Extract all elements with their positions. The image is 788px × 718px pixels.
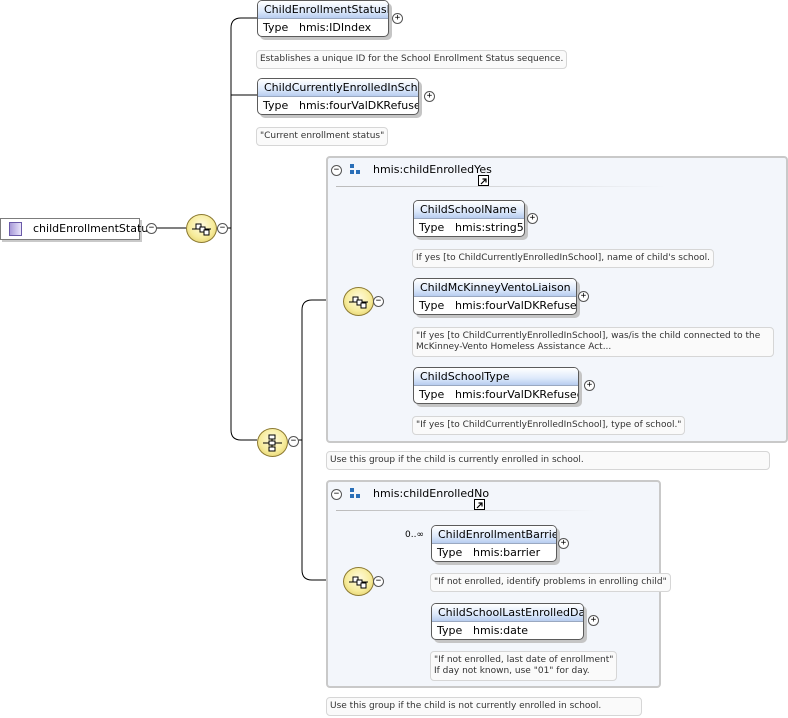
element-type: hmis:barrier [473,546,541,559]
type-key: Type [419,221,445,234]
doc-last-date-line-1: "If not enrolled, last date of enrollmen… [434,655,614,665]
expand-status-id-button[interactable]: + [392,13,403,24]
root-element-box[interactable]: childEnrollmentStatus [0,218,154,240]
doc-mckinney: "If yes [to ChildCurrentlyEnrolledInScho… [412,327,774,357]
element-type: hmis:fourValDKRefused [455,299,577,312]
expand-school-type-button[interactable]: + [584,380,595,391]
element-child-enrollment-barrier[interactable]: ChildEnrollmentBarrier Type hmis:barrier [431,525,557,562]
element-child-mckinney-vento-liaison[interactable]: ChildMcKinneyVentoLiaison Type hmis:fourV… [413,278,577,315]
collapse-group-no-button[interactable]: − [331,489,342,500]
element-type: hmis:fourValDKRefused2 [455,388,579,401]
occurrence-label: 0..∞ [405,530,424,540]
doc-group-no: Use this group if the child is not curre… [326,697,642,716]
element-name: ChildMcKinneyVentoLiaison [414,279,576,297]
type-key: Type [263,99,289,112]
element-child-school-type[interactable]: ChildSchoolType Type hmis:fourValDKRefuse… [413,367,579,404]
doc-currently-enrolled: "Current enrollment status" [256,127,389,146]
sequence-icon [192,223,211,236]
element-child-school-name[interactable]: ChildSchoolName Type hmis:string50 [413,200,525,237]
element-name: ChildEnrollmentStatusID [258,1,388,19]
external-link-icon[interactable] [474,499,485,510]
collapse-sequence-no-button[interactable]: − [373,576,384,587]
expand-barrier-button[interactable]: + [558,538,569,549]
element-icon [9,222,22,236]
element-type: hmis:date [473,624,528,637]
sequence-compositor[interactable] [186,214,217,243]
collapse-sequence-yes-button[interactable]: − [373,296,384,307]
collapse-root-button[interactable]: − [146,223,157,234]
doc-school-name: If yes [to ChildCurrentlyEnrolledInSchoo… [412,249,714,268]
collapse-group-yes-button[interactable]: − [331,165,342,176]
choice-icon [263,434,282,452]
element-type: hmis:fourValDKRefused [299,99,419,112]
group-icon [350,488,360,498]
sequence-compositor-yes[interactable] [343,287,374,316]
sequence-compositor-no[interactable] [343,567,374,596]
type-key: Type [419,299,445,312]
expand-school-name-button[interactable]: + [527,213,538,224]
doc-mckinney-line-2: McKinney-Vento Homeless Assistance Act..… [416,342,612,352]
doc-barrier: "If not enrolled, identify problems in e… [430,573,671,592]
external-link-icon[interactable] [478,175,489,186]
type-key: Type [263,21,289,34]
type-key: Type [437,546,463,559]
expand-currently-enrolled-button[interactable]: + [424,91,435,102]
element-name: ChildSchoolType [414,368,578,386]
element-child-currently-enrolled[interactable]: ChildCurrentlyEnrolledInSchool Type hmis:… [257,78,419,115]
doc-last-date: "If not enrolled, last date of enrollmen… [430,651,618,681]
doc-group-yes: Use this group if the child is currently… [326,451,770,470]
element-name: ChildSchoolName [414,201,524,219]
doc-last-date-line-2: If day not known, use "01" for day. [434,666,590,676]
element-name: ChildSchoolLastEnrolledDate [432,604,583,622]
sequence-icon [349,576,368,589]
root-element-label: childEnrollmentStatus [33,222,154,235]
type-key: Type [419,388,445,401]
element-type: hmis:IDIndex [299,21,372,34]
collapse-choice-button[interactable]: − [288,436,299,447]
sequence-icon [349,296,368,309]
element-name: ChildCurrentlyEnrolledInSchool [258,79,418,97]
group-yes-label[interactable]: hmis:childEnrolledYes [373,163,492,176]
choice-compositor[interactable] [257,428,288,457]
element-child-enrollment-status-id[interactable]: ChildEnrollmentStatusID Type hmis:IDIndex [257,0,389,37]
expand-mckinney-button[interactable]: + [578,291,589,302]
doc-status-id: Establishes a unique ID for the School E… [256,50,568,69]
doc-school-type: "If yes [to ChildCurrentlyEnrolledInScho… [412,416,686,435]
group-no-label[interactable]: hmis:childEnrolledNo [373,487,490,500]
element-child-school-last-enrolled-date[interactable]: ChildSchoolLastEnrolledDate Type hmis:dat… [431,603,584,640]
doc-mckinney-line-1: "If yes [to ChildCurrentlyEnrolledInScho… [416,331,761,341]
type-key: Type [437,624,463,637]
group-icon [350,164,360,174]
collapse-sequence-button[interactable]: − [217,223,228,234]
element-name: ChildEnrollmentBarrier [432,526,556,544]
expand-last-date-button[interactable]: + [588,615,599,626]
element-type: hmis:string50 [455,221,525,234]
